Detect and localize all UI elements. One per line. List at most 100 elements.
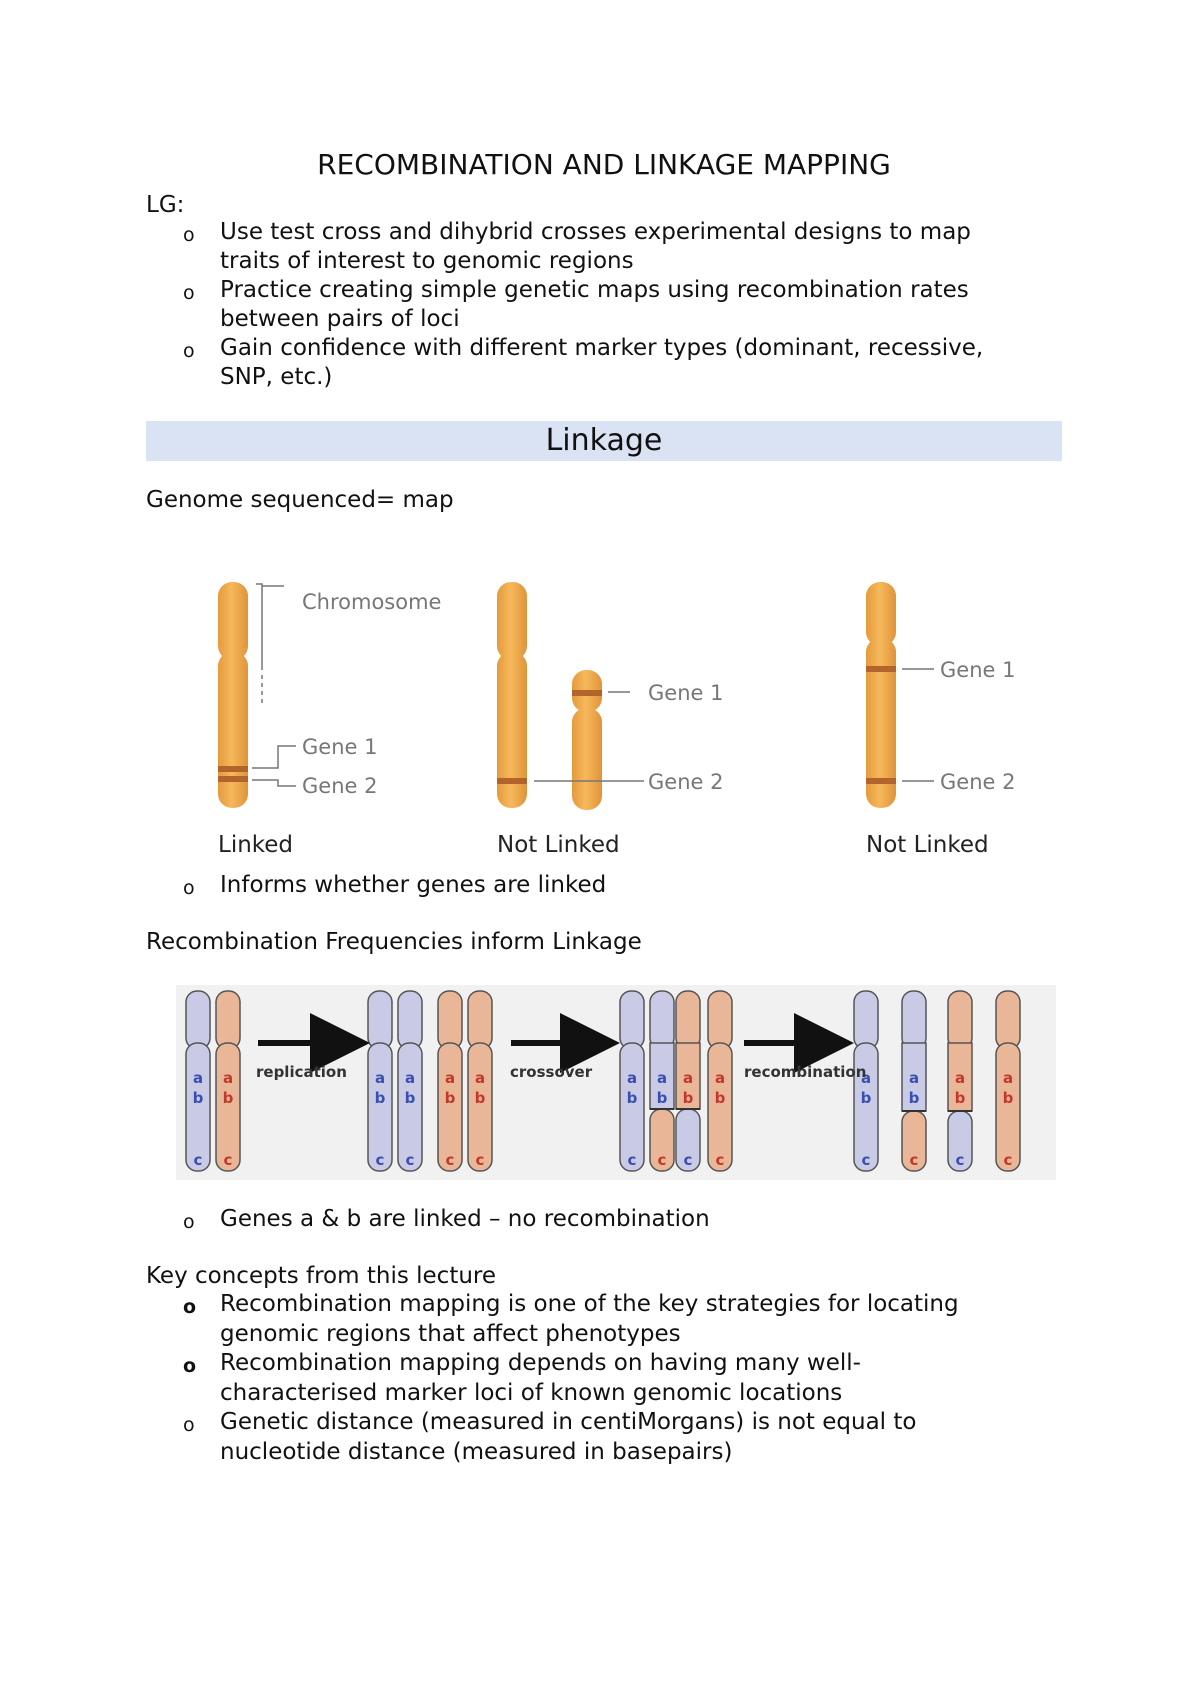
lg-item-2-line-1: Practice creating simple genetic maps us…: [220, 277, 969, 303]
bullet-marker: o: [183, 877, 195, 899]
chromatid: [437, 990, 463, 1172]
lg-label: LG:: [146, 192, 185, 218]
replication-label: replication: [256, 1063, 347, 1081]
allele-label: c: [446, 1151, 455, 1169]
bullet-marker: o: [183, 1211, 195, 1233]
distant-gene-pointers: [902, 668, 934, 782]
linkage-figure: Chromosome Gene 1 Gene 2 Linked Gene 1 G…: [218, 582, 1015, 858]
distant-not-linked-label: Not Linked: [866, 832, 989, 858]
page-title: RECOMBINATION AND LINKAGE MAPPING: [317, 148, 891, 181]
allele-label: a: [955, 1069, 965, 1087]
key-item-1-line-2: genomic regions that affect phenotypes: [220, 1321, 681, 1347]
genome-sequenced-text: Genome sequenced= map: [146, 487, 454, 513]
distant-genes-chromosome: [866, 582, 896, 808]
lg-item-3-line-2: SNP, etc.): [220, 364, 333, 390]
allele-label: b: [445, 1089, 456, 1107]
allele-label: b: [1003, 1089, 1014, 1107]
bullet-marker: o: [183, 1355, 197, 1377]
section-heading-band: Linkage: [146, 421, 1062, 461]
allele-label: c: [476, 1151, 485, 1169]
chromatid: [901, 990, 927, 1172]
bullet-marker: o: [183, 1296, 197, 1318]
not-linked-label: Not Linked: [497, 832, 620, 858]
allele-label: c: [224, 1151, 233, 1169]
allele-label: b: [405, 1089, 416, 1107]
chromosome-bracket: [256, 583, 284, 705]
linked-gene-2-label: Gene 2: [302, 774, 377, 798]
allele-label: b: [475, 1089, 486, 1107]
chromatid: [995, 990, 1021, 1172]
allele-label: c: [956, 1151, 965, 1169]
chromatid: [707, 990, 733, 1172]
allele-label: b: [223, 1089, 234, 1107]
linked-gene-1-label: Gene 1: [302, 735, 377, 759]
bullet-marker: o: [183, 224, 195, 246]
lg-item-1-line-1: Use test cross and dihybrid crosses expe…: [220, 219, 971, 245]
allele-label: a: [475, 1069, 485, 1087]
informs-item: Informs whether genes are linked: [220, 872, 607, 898]
chromatid: [675, 990, 701, 1172]
not-linked-chromosome-short: [572, 670, 602, 810]
allele-label: a: [627, 1069, 637, 1087]
section-heading: Linkage: [545, 423, 663, 458]
allele-label: b: [955, 1089, 966, 1107]
linked-chromosome: [218, 582, 248, 808]
allele-label: c: [376, 1151, 385, 1169]
allele-label: b: [193, 1089, 204, 1107]
key-item-1-line-1: Recombination mapping is one of the key …: [220, 1291, 959, 1317]
allele-label: c: [194, 1151, 203, 1169]
allele-label: b: [683, 1089, 694, 1107]
allele-label: c: [716, 1151, 725, 1169]
key-item-2-line-1: Recombination mapping depends on having …: [220, 1350, 861, 1376]
key-concepts-heading: Key concepts from this lecture: [146, 1263, 497, 1289]
recombination-heading: Recombination Frequencies inform Linkage: [146, 929, 642, 955]
allele-label: a: [223, 1069, 233, 1087]
not-linked-pointers: [534, 691, 644, 782]
linked-label: Linked: [218, 832, 293, 858]
allele-label: b: [715, 1089, 726, 1107]
allele-label: b: [657, 1089, 668, 1107]
linked-gene-pointers: [252, 745, 296, 787]
chromatid: [397, 990, 423, 1172]
allele-label: b: [627, 1089, 638, 1107]
key-item-2-line-2: characterised marker loci of known genom…: [220, 1380, 843, 1406]
chromatid: [853, 990, 879, 1172]
genes-linked-item: Genes a & b are linked – no recombinatio…: [220, 1206, 710, 1232]
allele-label: b: [375, 1089, 386, 1107]
allele-label: c: [684, 1151, 693, 1169]
allele-label: b: [909, 1089, 920, 1107]
allele-label: a: [405, 1069, 415, 1087]
recombination-label: recombination: [744, 1063, 866, 1081]
allele-label: a: [683, 1069, 693, 1087]
allele-label: c: [628, 1151, 637, 1169]
not-linked-gene-2-label: Gene 2: [648, 770, 723, 794]
chromatid: [649, 990, 675, 1172]
chromatid: [467, 990, 493, 1172]
allele-label: a: [861, 1069, 871, 1087]
allele-label: c: [658, 1151, 667, 1169]
allele-label: a: [193, 1069, 203, 1087]
chromosome-strands: abcabcabcabcabcabcabcabcabcabcabcabcabca…: [185, 990, 1021, 1172]
distant-gene-2-label: Gene 2: [940, 770, 1015, 794]
lg-item-3-line-1: Gain confidence with different marker ty…: [220, 335, 984, 361]
recombination-figure: abcabcabcabcabcabcabcabcabcabcabcabcabca…: [176, 985, 1056, 1180]
allele-label: a: [445, 1069, 455, 1087]
chromatid: [185, 990, 211, 1172]
key-item-3-line-2: nucleotide distance (measured in basepai…: [220, 1439, 733, 1465]
allele-label: c: [862, 1151, 871, 1169]
lg-item-2-line-2: between pairs of loci: [220, 306, 460, 332]
chromatid: [947, 990, 973, 1172]
allele-label: a: [909, 1069, 919, 1087]
chromatid: [367, 990, 393, 1172]
lg-item-1-line-2: traits of interest to genomic regions: [220, 248, 634, 274]
crossover-label: crossover: [510, 1063, 593, 1081]
allele-label: c: [1004, 1151, 1013, 1169]
key-item-3-line-1: Genetic distance (measured in centiMorga…: [220, 1409, 917, 1435]
bullet-marker: o: [183, 340, 195, 362]
allele-label: c: [406, 1151, 415, 1169]
not-linked-chromosome-long: [497, 582, 527, 808]
chromosome-label: Chromosome: [302, 590, 441, 614]
allele-label: b: [861, 1089, 872, 1107]
allele-label: a: [657, 1069, 667, 1087]
